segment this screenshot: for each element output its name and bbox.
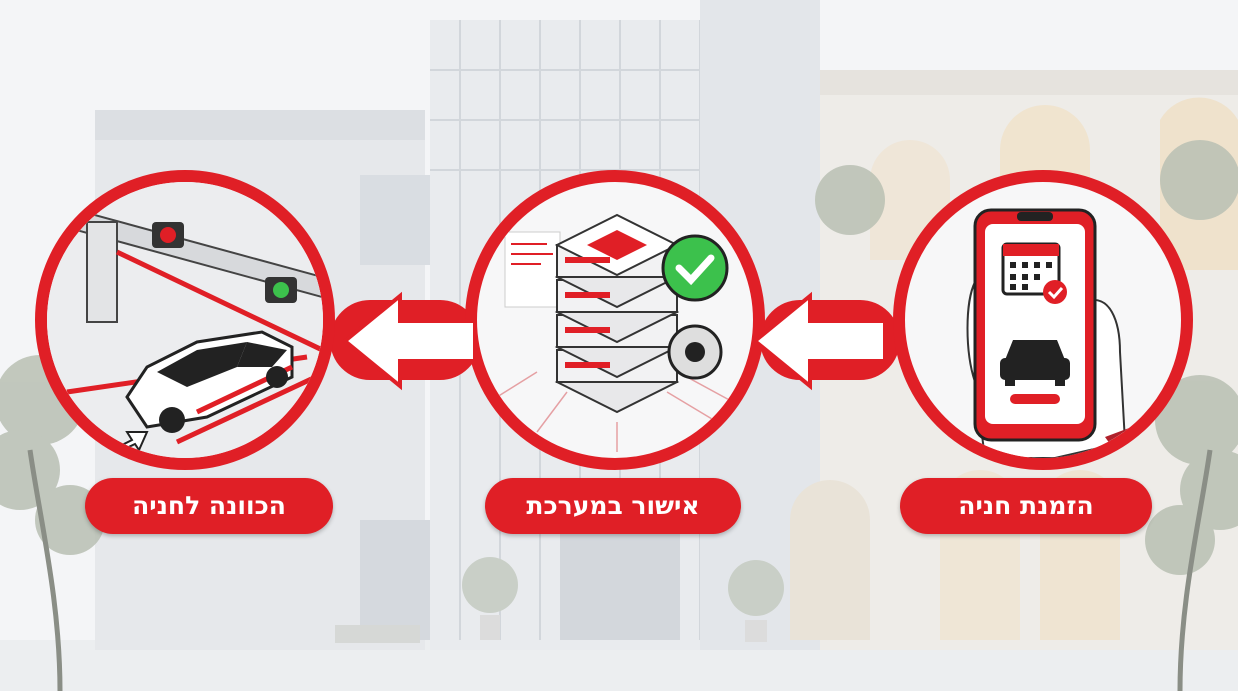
step-label-booking: הזמנת חניה: [900, 478, 1152, 534]
step-circle-approval: [465, 170, 765, 470]
step-label-guidance: הכוונה לחניה: [85, 478, 333, 534]
arrow-left-icon: [751, 291, 887, 391]
step-label-approval: אישור במערכת: [485, 478, 741, 534]
step-circle-guidance: [35, 170, 335, 470]
step-circle-booking: [893, 170, 1193, 470]
parking-guidance-icon: [47, 182, 323, 458]
arrow-left-icon: [341, 291, 477, 391]
server-approval-icon: [496, 213, 734, 452]
smartphone-booking-icon: [966, 208, 1155, 458]
